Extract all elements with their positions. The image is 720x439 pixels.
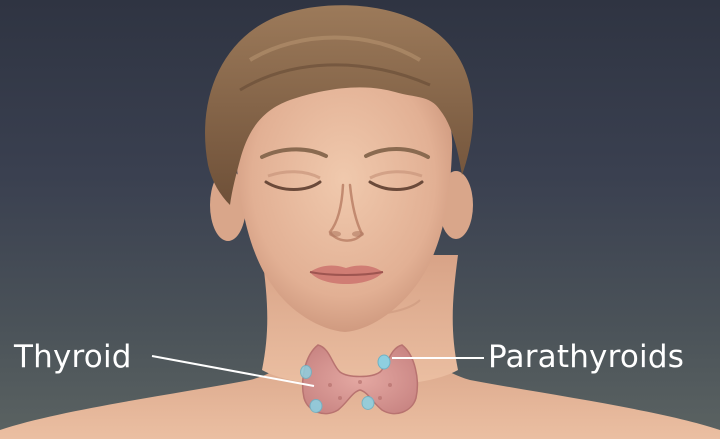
right-eyebrow (364, 147, 430, 159)
hair (205, 5, 474, 206)
thyroid-label: Thyroid (14, 339, 132, 375)
left-eyebrow (260, 147, 328, 159)
parathyroids-label: Parathyroids (488, 339, 685, 375)
thyroid-leader-line (151, 355, 315, 387)
nose (328, 183, 364, 242)
left-eye (264, 180, 322, 191)
right-eye (368, 180, 424, 191)
parathyroid-gland-icon (300, 354, 391, 413)
